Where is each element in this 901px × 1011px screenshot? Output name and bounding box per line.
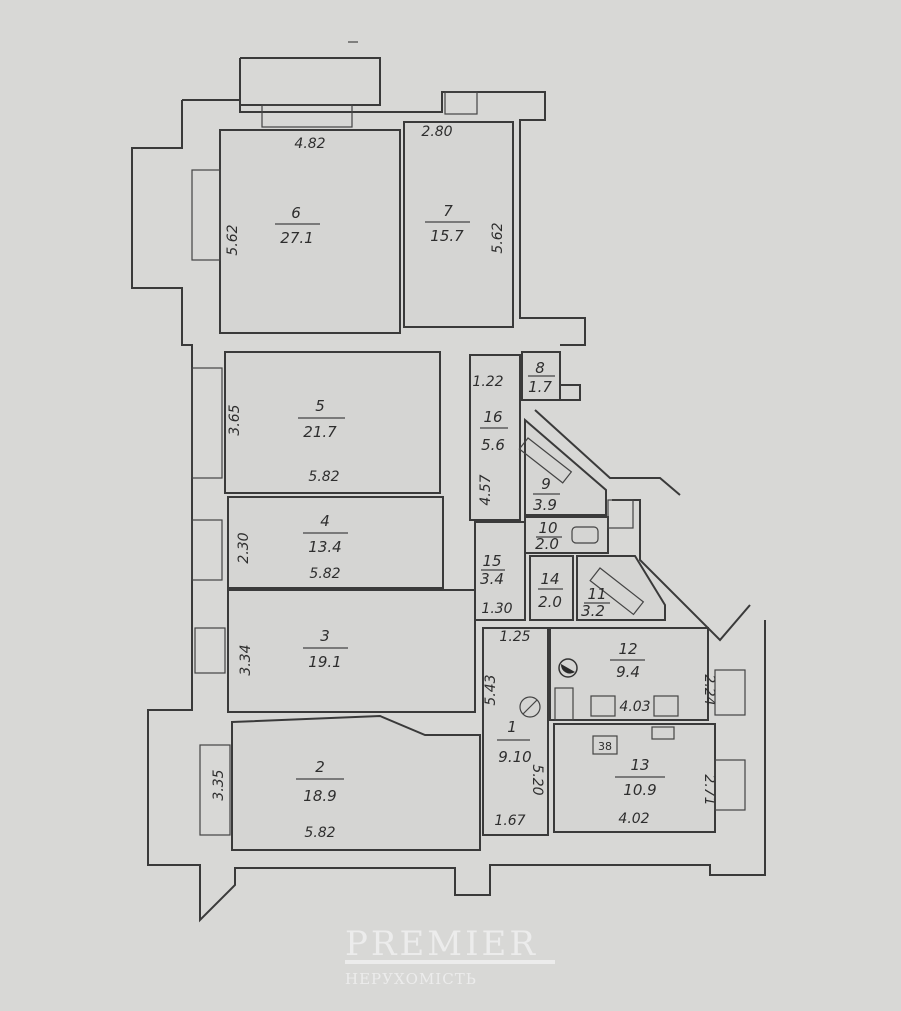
room-1-width-bottom: 1.67: [494, 813, 525, 829]
room-6-area: 27.1: [280, 229, 313, 247]
room-2: 3.35 2 18.9 5.82: [211, 714, 481, 851]
room-7-area: 15.7: [430, 227, 464, 245]
bathtub-icon: [518, 437, 573, 484]
room-2-number: 2: [315, 758, 325, 776]
room-7-width: 2.80: [421, 124, 452, 140]
stove-icon: [653, 695, 679, 717]
sink-icon: [651, 726, 675, 740]
gas-meter-icon: [519, 696, 541, 718]
room-14-number: 14: [540, 570, 559, 588]
room-16-number: 16: [483, 408, 502, 426]
room-3: 3.34 3 19.1: [227, 589, 476, 713]
room-6-number: 6: [291, 204, 301, 222]
room-9-area: 3.9: [533, 496, 557, 514]
room-6: 4.82 6 27.1 5.62: [219, 129, 401, 334]
room-2-width: 5.82: [304, 825, 335, 841]
room-13-length: 2.71: [701, 774, 717, 805]
room-3-area: 19.1: [308, 653, 341, 671]
room-5-length: 3.65: [227, 404, 243, 435]
room-10: 10 2.0: [524, 516, 609, 554]
room-12-number: 12: [618, 640, 637, 658]
toilet-icon: [571, 526, 599, 544]
stove-mark: 38: [598, 740, 612, 753]
room-16-length: 4.57: [478, 474, 494, 505]
room-6-width: 4.82: [294, 136, 325, 152]
room-5-area: 21.7: [303, 423, 337, 441]
room-16-area: 5.6: [481, 436, 505, 454]
room-16-width: 1.22: [472, 374, 503, 390]
room-13-number: 13: [630, 756, 649, 774]
room-14-area: 2.0: [538, 593, 562, 611]
stove-icon: [590, 695, 616, 717]
room-2-area: 18.9: [303, 787, 336, 805]
room-4: 2.30 4 13.4 5.82: [227, 496, 444, 589]
room-12: 12 9.4 4.03 2.24: [549, 627, 717, 721]
room-3-number: 3: [320, 627, 330, 645]
room-4-width: 5.82: [309, 566, 340, 582]
room-10-area: 2.0: [535, 535, 559, 553]
watermark-subtitle: НЕРУХОМІСТЬ: [345, 970, 477, 988]
room-8: 8 1.7: [521, 351, 561, 401]
room-11: 11 3.2: [576, 555, 666, 621]
room-14: 14 2.0: [529, 555, 574, 621]
room-4-length: 2.30: [236, 532, 252, 563]
room-1-number: 1: [507, 718, 517, 736]
vent-grid-icon: [554, 687, 574, 721]
room-15-number: 15: [482, 552, 501, 570]
room-1: 1.25 5.43 1 9.10 5.20 1.67: [482, 627, 549, 836]
room-5-width: 5.82: [308, 469, 339, 485]
room-3-length: 3.34: [238, 644, 254, 675]
room-6-length: 5.62: [225, 224, 241, 255]
room-15-width: 1.30: [481, 601, 512, 617]
room-7: 2.80 7 15.7 5.62: [403, 121, 514, 328]
bathtub-icon: [589, 567, 645, 616]
room-7-length: 5.62: [490, 222, 506, 253]
room-13-area: 10.9: [623, 781, 656, 799]
room-12-length: 2.24: [701, 674, 717, 705]
room-1-length-left: 5.43: [483, 674, 499, 705]
room-16: 1.22 16 5.6 4.57: [469, 354, 521, 521]
room-15: 15 3.4 1.30: [474, 521, 526, 621]
room-5: 3.65 5 21.7 5.82: [224, 351, 441, 494]
room-13-width: 4.02: [618, 811, 649, 827]
room-7-number: 7: [443, 202, 453, 220]
room-12-width: 4.03: [619, 699, 650, 715]
room-13: 38 13 10.9 4.02 2.71: [553, 723, 717, 833]
room-4-area: 13.4: [308, 538, 341, 556]
room-1-length-right: 5.20: [529, 764, 545, 795]
room-8-number: 8: [535, 359, 545, 377]
stove-icon: [592, 735, 618, 755]
room-10-number: 10: [538, 519, 557, 537]
room-8-area: 1.7: [528, 378, 552, 396]
room-9-number: 9: [541, 475, 551, 493]
room-11-number: 11: [587, 585, 606, 603]
windows: [191, 91, 746, 836]
room-4-number: 4: [320, 512, 330, 530]
room-11-area: 3.2: [581, 602, 605, 620]
room-1-area: 9.10: [498, 748, 531, 766]
room-1-width-top: 1.25: [499, 629, 530, 645]
room-9: 9 3.9: [518, 417, 607, 516]
premier-watermark-logo: PREMIER НЕРУХОМІСТЬ: [345, 924, 555, 988]
room-5-number: 5: [315, 397, 325, 415]
room-15-area: 3.4: [480, 570, 504, 588]
room-2-length: 3.35: [211, 769, 227, 800]
room-12-area: 9.4: [616, 663, 640, 681]
watermark-brand: PREMIER: [345, 924, 538, 964]
